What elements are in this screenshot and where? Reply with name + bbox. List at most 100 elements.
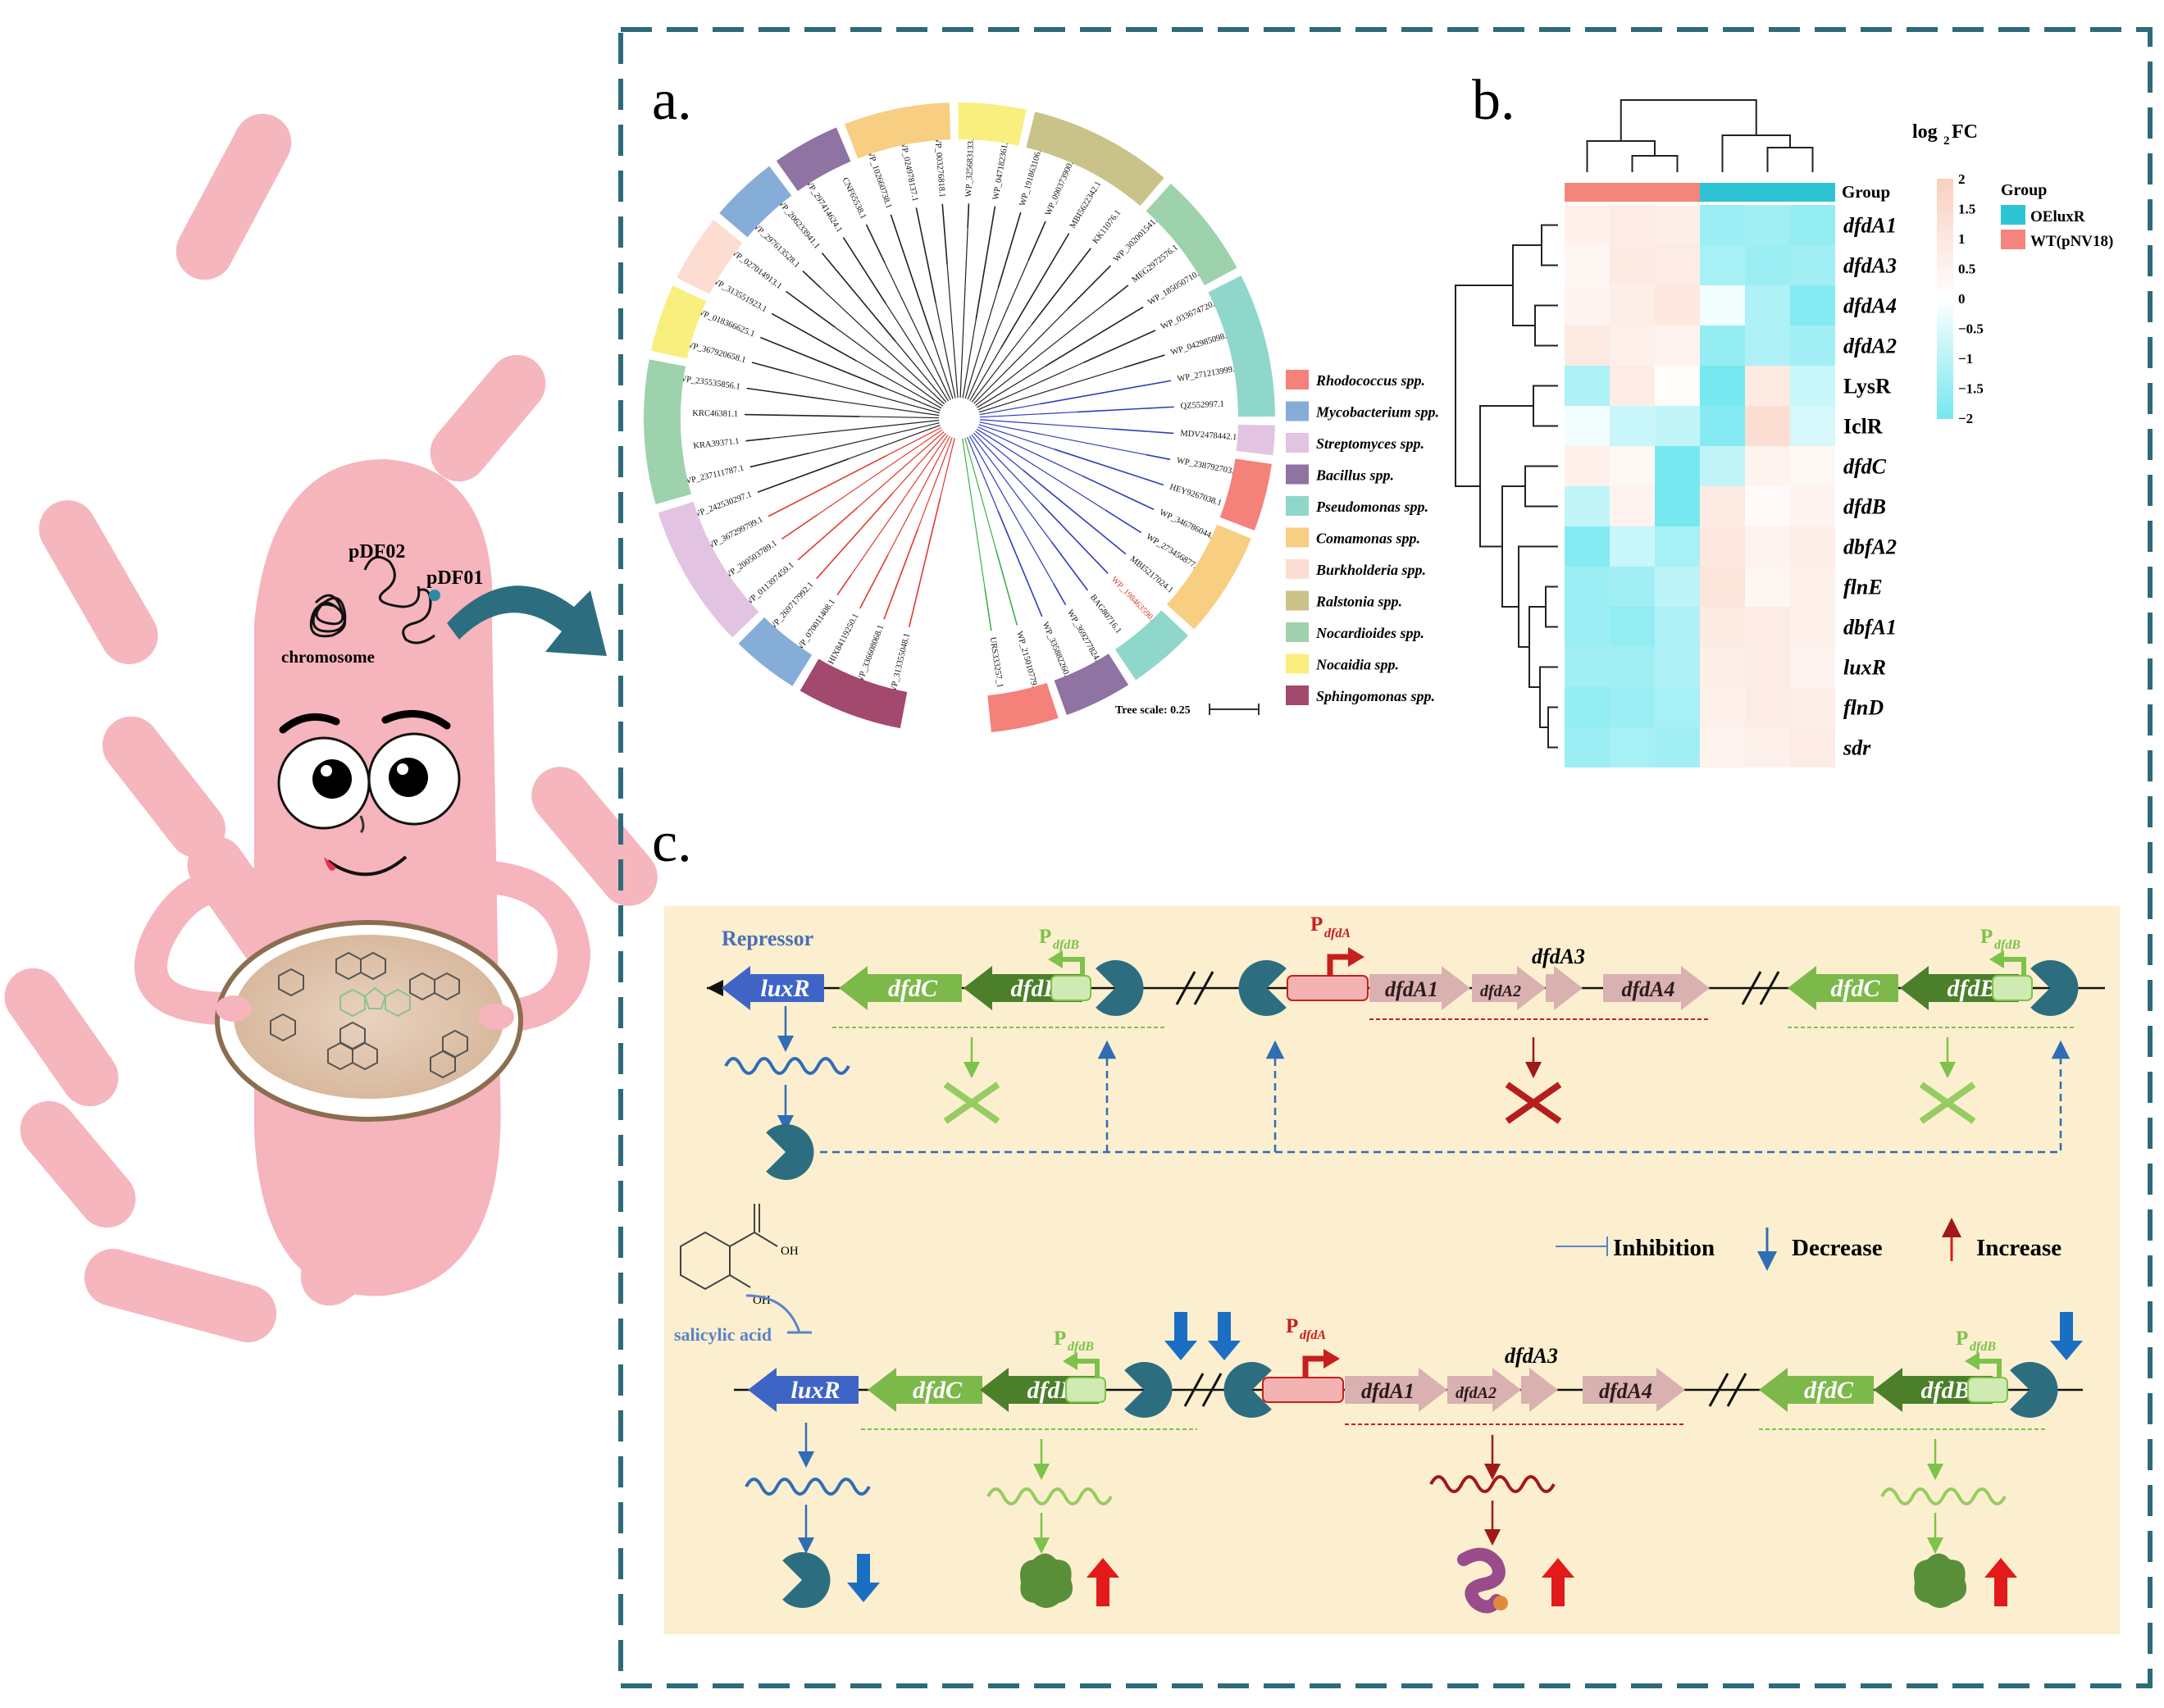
heatmap-cell xyxy=(1610,687,1655,727)
heatmap-cell xyxy=(1655,326,1700,366)
colorbar-tick: −0.5 xyxy=(1958,321,1984,337)
decrease-arrow-icon xyxy=(847,1554,880,1602)
group-legend-title: Group xyxy=(2001,181,2047,199)
colorbar-step xyxy=(1937,286,1953,292)
repressor-protein-icon xyxy=(2030,960,2079,1017)
colorbar-step xyxy=(1937,294,1953,299)
legend-decrease: Decrease xyxy=(1792,1235,1883,1261)
heatmap-cell xyxy=(1745,486,1790,526)
colorbar-step xyxy=(1937,338,1953,344)
heatmap-cell xyxy=(1565,446,1610,486)
tree-branch xyxy=(1146,453,1171,461)
heatmap-cell xyxy=(1790,567,1835,607)
decrease-arrow-icon xyxy=(1208,1312,1241,1360)
colorbar-step xyxy=(1937,374,1953,380)
tree-branch xyxy=(1050,541,1089,591)
colorbar-step xyxy=(1937,266,1953,271)
tree-taxon-label: WP_198463590.1 xyxy=(1109,575,1159,626)
tree-branch-inner xyxy=(979,411,1077,418)
heatmap-row-label: IclR xyxy=(1843,414,1883,438)
tree-branch xyxy=(883,528,919,620)
heatmap-cell xyxy=(1790,205,1835,245)
tree-branch-inner xyxy=(977,362,1084,411)
group-legend-swatch xyxy=(2001,230,2025,249)
legend-swatch xyxy=(1286,433,1309,453)
colorbar-step xyxy=(1937,207,1953,212)
tree-taxon-label: WP_102660738.1 xyxy=(864,148,893,210)
colorbar-step xyxy=(1937,326,1953,331)
tree-taxon-label: WP_200503789.1 xyxy=(722,539,779,581)
luxR-mrna-icon xyxy=(745,1478,871,1496)
colorbar-step xyxy=(1937,382,1953,388)
tree-branch-inner xyxy=(962,319,977,399)
tree-branch-inner xyxy=(886,426,942,457)
tree-branch xyxy=(745,437,771,442)
tree-branch-inner xyxy=(967,260,1029,400)
tree-branch xyxy=(842,237,886,304)
heatmap-cell xyxy=(1610,727,1655,767)
tree-branch xyxy=(786,290,836,328)
tree-branch-inner xyxy=(973,308,1068,404)
heatmap-cell xyxy=(1655,446,1700,486)
tree-taxon-label: WP_018366625.1 xyxy=(695,307,756,339)
repressor-protein-icon xyxy=(1223,1362,1272,1418)
colorbar-step xyxy=(1937,389,1953,395)
heatmap-cell xyxy=(1790,607,1835,647)
tree-branch-inner xyxy=(977,366,1046,408)
colorbar-step xyxy=(1937,306,1953,312)
promoter-dfdB-label: P xyxy=(1956,1328,1968,1350)
heatmap-cell xyxy=(1565,727,1610,767)
tree-taxon-label: MBI5217024.1 xyxy=(1128,554,1175,594)
promoter-dfdB-sub: dfdB xyxy=(1994,938,2020,952)
colorbar-step xyxy=(1937,358,1953,363)
tree-branch-inner xyxy=(967,436,999,511)
colorbar-step xyxy=(1937,179,1953,184)
colorbar-step xyxy=(1937,330,1953,335)
colorbar-step xyxy=(1937,322,1953,328)
tree-branch xyxy=(1031,248,1091,326)
legend-swatch xyxy=(1286,654,1309,674)
heatmap-cell xyxy=(1745,406,1790,446)
tree-taxon-label: MBI5622342.1 xyxy=(1068,180,1103,230)
heatmap-cell xyxy=(1745,205,1790,245)
tree-branch xyxy=(890,214,934,341)
group-legend-label: OEluxR xyxy=(2030,208,2085,225)
heatmap-cell xyxy=(1610,366,1655,406)
tree-taxon-label: WP_297613528.1 xyxy=(749,221,801,270)
promoter-arrow-icon xyxy=(1327,954,1351,977)
tree-branch xyxy=(836,574,852,596)
heatmap-cell xyxy=(1610,205,1655,245)
colorbar-step xyxy=(1937,394,1953,399)
enzyme-dfdBC-icon xyxy=(1914,1553,1967,1608)
gene-dfdC xyxy=(839,966,962,1010)
heatmap-cell xyxy=(1610,486,1655,526)
genus-ring-segment xyxy=(776,127,851,191)
tree-branch xyxy=(1082,475,1155,511)
gene-dfdC-copy-label: dfdC xyxy=(1831,975,1881,1002)
group-bar-cell xyxy=(1610,183,1655,202)
colorbar-step xyxy=(1937,334,1953,339)
promoter-arrow-icon xyxy=(1074,1359,1100,1378)
heatmap-cell xyxy=(1790,647,1835,687)
gene-dfdA1-b xyxy=(1345,1368,1447,1412)
legend-genus-label: Comamonas spp. xyxy=(1316,531,1420,547)
panel-label-a: a. xyxy=(652,69,692,132)
colorbar-step xyxy=(1937,366,1953,371)
tree-branch-inner xyxy=(978,367,1124,413)
break-mark xyxy=(1759,971,1780,1005)
promoter-dfdB-label: P xyxy=(1980,926,1993,948)
genus-ring-segment xyxy=(1054,654,1129,716)
tree-branch xyxy=(984,588,992,631)
gene-dfdA2 xyxy=(1472,966,1546,1010)
heatmap-cell xyxy=(1790,727,1835,767)
heatmap-cell xyxy=(1610,326,1655,366)
tree-branch xyxy=(997,212,1022,289)
gene-dfdA2-b xyxy=(1447,1368,1521,1412)
heatmap-cell xyxy=(1655,366,1700,406)
promoter-arrow-icon xyxy=(1976,1359,2002,1378)
decrease-arrow-icon xyxy=(1164,1312,1197,1360)
colorbar-step xyxy=(1937,274,1953,280)
